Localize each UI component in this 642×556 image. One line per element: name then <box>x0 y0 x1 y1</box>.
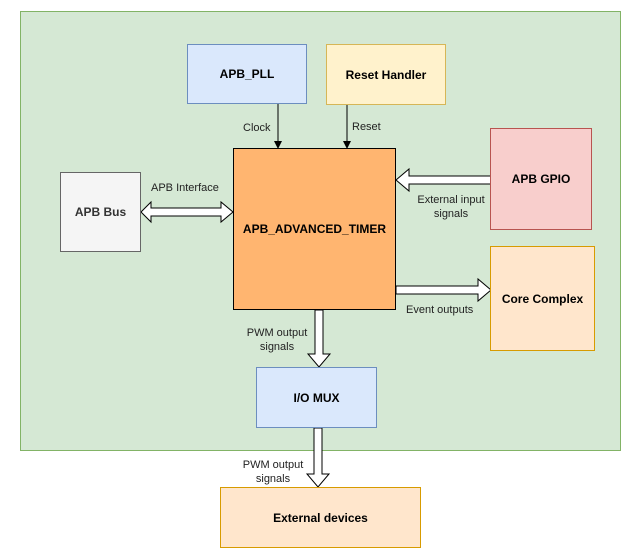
reset-arrow <box>343 105 351 149</box>
apb-interface-arrow <box>140 200 234 224</box>
core-complex-block[interactable]: Core Complex <box>490 246 595 351</box>
external-input-label-line2: signals <box>433 208 469 220</box>
clock-label: Clock <box>243 122 271 134</box>
event-outputs-label: Event outputs <box>406 304 474 316</box>
pwm-output-label-2-line1: PWM output <box>242 459 304 471</box>
apb-gpio-label: APB GPIO <box>511 172 571 186</box>
apb-gpio-block[interactable]: APB GPIO <box>490 128 592 230</box>
core-complex-label: Core Complex <box>501 291 584 306</box>
event-outputs-arrow <box>395 277 492 303</box>
external-input-label: External input signals <box>411 193 491 221</box>
pwm-output-label-2: PWM output signals <box>239 458 307 486</box>
apb-bus-label: APB Bus <box>74 205 127 219</box>
pwm-output-label-1: PWM output signals <box>243 326 311 354</box>
pwm-output-label-1-line2: signals <box>259 341 295 353</box>
apb-advanced-timer-label: APB_ADVANCED_TIMER <box>242 222 387 236</box>
external-input-label-line1: External input <box>417 194 485 206</box>
pwm-output-arrow-1 <box>306 309 332 368</box>
apb-bus-block[interactable]: APB Bus <box>60 172 141 252</box>
clock-arrow <box>274 104 282 149</box>
apb-interface-label: APB Interface <box>151 182 219 194</box>
reset-handler-block[interactable]: Reset Handler <box>326 44 446 105</box>
pwm-output-label-1-line1: PWM output <box>246 327 308 339</box>
pwm-output-label-2-line2: signals <box>255 473 291 485</box>
reset-label: Reset <box>352 121 381 133</box>
apb-advanced-timer-block[interactable]: APB_ADVANCED_TIMER <box>233 148 396 310</box>
apb-pll-label: APB_PLL <box>219 67 275 81</box>
apb-pll-block[interactable]: APB_PLL <box>187 44 307 104</box>
pwm-output-arrow-2 <box>305 427 331 488</box>
external-input-arrow <box>395 167 492 193</box>
reset-handler-label: Reset Handler <box>345 67 427 82</box>
external-devices-label: External devices <box>273 510 368 525</box>
io-mux-block[interactable]: I/O MUX <box>256 367 377 428</box>
io-mux-label: I/O MUX <box>293 390 340 405</box>
external-devices-block[interactable]: External devices <box>220 487 421 548</box>
